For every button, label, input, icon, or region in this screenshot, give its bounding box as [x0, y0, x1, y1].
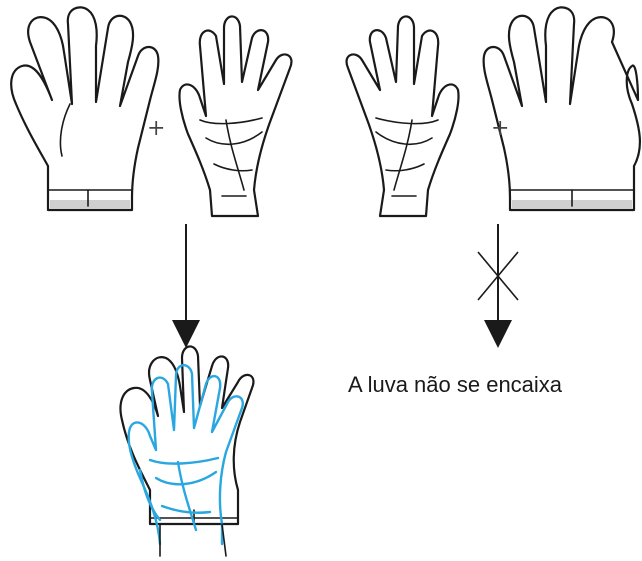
- result-caption: A luva não se encaixa: [348, 372, 563, 397]
- left-hand-palm-illustration: [178, 15, 293, 218]
- hand-inside-glove: [127, 364, 244, 546]
- glove-fit-result-illustration: [119, 345, 255, 557]
- plus-sign-right: +: [491, 116, 510, 141]
- right-hand-palm-illustration: [345, 15, 460, 218]
- right-glove-illustration: [482, 6, 642, 212]
- no-fit-arrow: [477, 224, 519, 348]
- plus-sign-left: +: [147, 116, 166, 141]
- fit-arrow: [172, 224, 200, 348]
- left-glove-illustration: [10, 6, 160, 212]
